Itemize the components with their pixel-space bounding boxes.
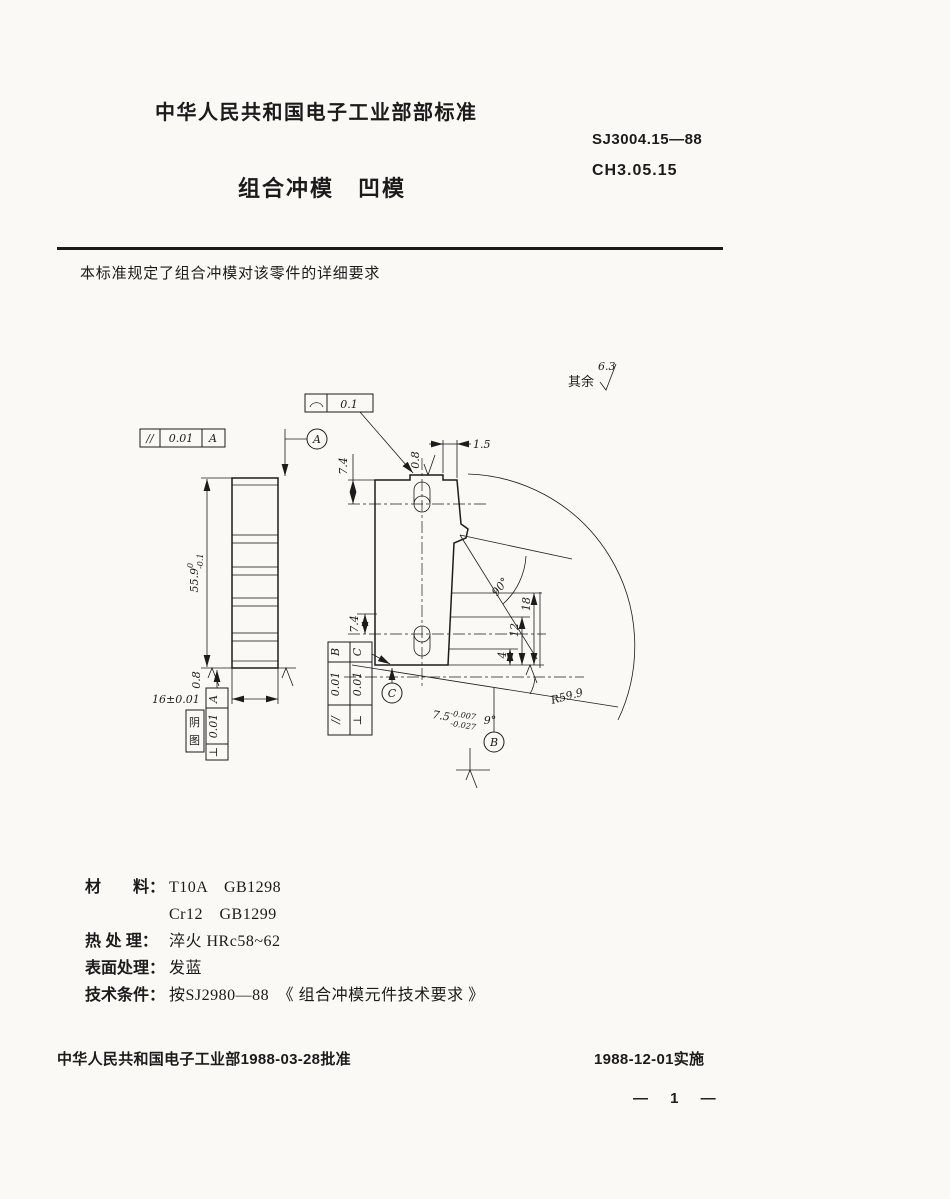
parallel-datum: A xyxy=(208,432,217,445)
spec-label: 技术条件： xyxy=(85,987,166,1004)
spec-label: 热 处 理： xyxy=(85,933,158,950)
parallel-b-datum: B xyxy=(329,648,342,657)
radius-arc: R59.9 xyxy=(467,473,636,721)
standard-org: 中华人民共和国电子工业部部标准 xyxy=(155,102,478,124)
tolerance-frame-bc: B C 0.01 0.01 // ⊥ xyxy=(327,641,391,736)
spec-row-material-2: Cr12 GB1299 xyxy=(85,901,485,928)
roughness-top-value: 0.8 xyxy=(409,451,422,469)
dim-taper: 1.5 xyxy=(429,438,491,478)
roughness-icon xyxy=(599,363,617,391)
dim-taper-label: 1.5 xyxy=(473,438,491,451)
header-rule xyxy=(57,247,723,250)
spec-list: 材 料：T10A GB1298 Cr12 GB1299 热 处 理： 淬火 HRc… xyxy=(85,874,485,1009)
dim-right-stack: 18 12 4 xyxy=(448,592,544,684)
spec-value: 发蓝 xyxy=(169,960,203,977)
spec-row-material: 材 料：T10A GB1298 xyxy=(85,874,485,901)
roughness-mark-left: 0.8 xyxy=(190,666,220,689)
dim-height: 55.90-0.1 xyxy=(186,477,232,669)
angle-main-label: 90° xyxy=(489,575,511,598)
dim-top-offset: 7.4 xyxy=(337,454,375,504)
dim-bottom-offset: 7.4 xyxy=(348,613,377,634)
spec-label: 材 料： xyxy=(85,879,166,896)
dim-height-label: 55.90-0.1 xyxy=(186,553,205,592)
implementation-note: 1988-12-01实施 xyxy=(594,1051,705,1068)
general-roughness-note: 其余 6.3 xyxy=(568,360,617,391)
note-char-2: 图 xyxy=(189,734,200,747)
front-view xyxy=(344,458,584,686)
roughness-mark-top: 0.8 xyxy=(409,451,436,477)
standard-number: SJ3004.15—88 xyxy=(592,131,703,148)
profile-tolerance-frame: 0.1 xyxy=(304,393,414,474)
dim-slot: 7.5-0.007-0.027 xyxy=(431,706,479,732)
roughness-icon xyxy=(465,768,478,789)
dim-slot-label: 7.5-0.007-0.027 xyxy=(431,706,479,732)
perp-a-symbol: ⊥ xyxy=(207,747,220,757)
roughness-icon xyxy=(423,454,436,477)
side-view xyxy=(231,477,279,669)
perp-a-value: 0.01 xyxy=(207,714,220,739)
angle-relief: 9° xyxy=(351,664,619,727)
perp-a-datum: A xyxy=(207,695,220,704)
roughness-icon xyxy=(525,663,538,684)
datum-a-callout: A xyxy=(281,428,328,476)
spec-row-heat-treatment: 热 处 理： 淬火 HRc58~62 xyxy=(85,928,485,955)
page-number: — 1 — xyxy=(633,1090,725,1107)
rest-label: 其余 xyxy=(568,374,594,390)
note-box xyxy=(185,709,205,753)
profile-tolerance-value: 0.1 xyxy=(340,398,358,411)
parallelism-frame-a: // 0.01 A xyxy=(139,428,226,448)
dim-4-label: 4 xyxy=(496,652,509,660)
document-title: 组合冲模 凹模 xyxy=(238,176,407,201)
technical-drawing: 其余 6.3 0.1 // 0.01 A A xyxy=(139,360,636,789)
dim-width: 16±0.01 xyxy=(152,668,279,706)
perpendicularity-frame-a: 阴 图 A 0.01 ⊥ xyxy=(185,670,229,761)
spec-label: 表面处理： xyxy=(85,960,166,977)
roughness-mark-mid xyxy=(278,666,296,687)
spec-row-technical-conditions: 技术条件：按SJ2980—88 《 组合冲模元件技术要求 》 xyxy=(85,982,485,1009)
spec-value: Cr12 GB1299 xyxy=(169,906,277,923)
datum-c-callout: C xyxy=(381,668,403,704)
dim-top-offset-label: 7.4 xyxy=(337,457,350,475)
parallel-b-value: 0.01 xyxy=(329,672,342,697)
dim-12-label: 12 xyxy=(508,623,521,637)
parallel-b-symbol: // xyxy=(329,715,342,725)
datum-b-label: B xyxy=(489,736,498,749)
roughness-icon xyxy=(281,666,294,687)
roughness-left-value: 0.8 xyxy=(190,671,203,689)
scope-statement: 本标准规定了组合冲模对该零件的详细要求 xyxy=(80,265,381,282)
datum-a-label: A xyxy=(312,433,321,446)
perp-c-symbol: ⊥ xyxy=(351,715,364,725)
perp-c-value: 0.01 xyxy=(351,672,364,697)
dim-bottom-offset-label: 7.4 xyxy=(348,615,361,633)
spec-value: 按SJ2980—88 《 组合冲模元件技术要求 》 xyxy=(169,987,485,1004)
dim-18-label: 18 xyxy=(520,597,533,611)
dim-width-label: 16±0.01 xyxy=(152,693,200,706)
dim-radius-label: R59.9 xyxy=(548,686,584,707)
datum-c-label: C xyxy=(388,687,397,700)
spec-row-surface-treatment: 表面处理：发蓝 xyxy=(85,955,485,982)
classification-code: CH3.05.15 xyxy=(592,162,678,179)
spec-value: 淬火 HRc58~62 xyxy=(169,933,281,950)
parallel-symbol: // xyxy=(145,432,155,445)
angle-relief-label: 9° xyxy=(484,714,497,727)
approval-note: 中华人民共和国电子工业部1988-03-28批准 xyxy=(57,1051,351,1068)
rest-value: 6.3 xyxy=(598,360,616,373)
spec-value: T10A GB1298 xyxy=(169,879,282,896)
datum-b-callout: B xyxy=(456,688,505,789)
profile-arc-icon xyxy=(309,402,324,408)
perp-c-datum: C xyxy=(351,647,364,656)
parallel-value: 0.01 xyxy=(169,432,194,445)
angle-main: 90° xyxy=(459,534,573,660)
note-char-1: 阴 xyxy=(189,716,200,729)
